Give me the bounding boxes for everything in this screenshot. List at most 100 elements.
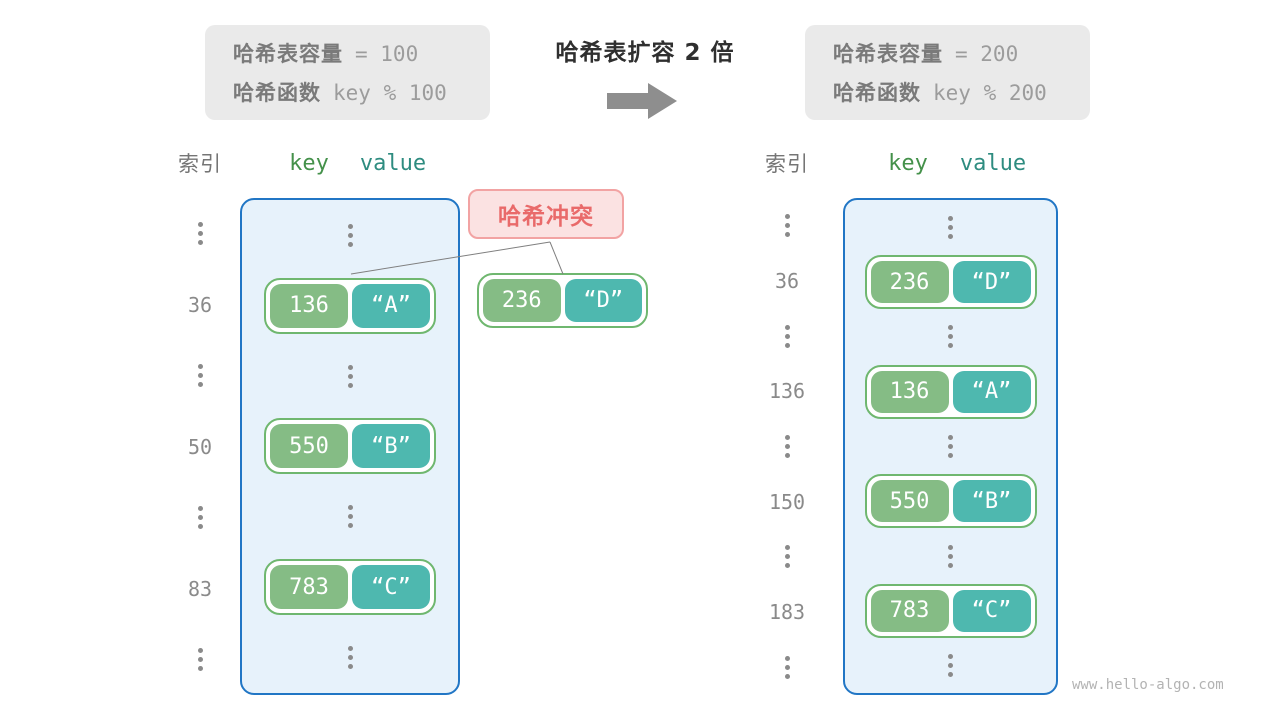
dot — [948, 654, 953, 660]
dot — [948, 343, 953, 349]
dot — [347, 505, 353, 511]
index-label: 50 — [187, 434, 213, 459]
dot — [784, 232, 790, 238]
index-label: 83 — [187, 576, 213, 601]
key-box: 550 — [870, 480, 949, 523]
dot — [347, 523, 353, 529]
key-box: 783 — [870, 589, 949, 632]
dot — [948, 663, 953, 669]
dot — [948, 334, 953, 340]
key-box: 136 — [870, 370, 949, 413]
key-value-pair: 783“C” — [864, 583, 1037, 638]
dot — [784, 324, 790, 330]
right-arrow-icon — [607, 82, 679, 120]
dot — [347, 232, 353, 238]
ellipsis-dots — [347, 646, 353, 670]
capacity-label: 哈希表容量 — [233, 42, 343, 66]
ellipsis-dots — [347, 364, 353, 388]
key-value-pair: 550“B” — [264, 418, 436, 475]
dot — [347, 373, 353, 379]
dot — [784, 333, 790, 339]
index-label: 136 — [768, 379, 806, 404]
dot — [347, 382, 353, 388]
value-box: “A” — [352, 283, 430, 328]
value-box: “D” — [564, 279, 642, 322]
hash-table-info-before: 哈希表容量 = 100 哈希函数 key % 100 — [205, 25, 490, 120]
bucket-row: 550“B” — [845, 474, 1056, 529]
key-value-pair: 136“A” — [264, 277, 436, 334]
hash-table-info-after: 哈希表容量 = 200 哈希函数 key % 200 — [805, 25, 1090, 120]
right-bucket-array: 236“D”136“A”550“B”783“C” — [843, 198, 1058, 695]
dot — [347, 646, 353, 652]
value-box: “D” — [952, 261, 1031, 304]
collision-label-text: 哈希冲突 — [498, 204, 594, 230]
ellipsis-row — [169, 482, 231, 553]
key-box: 136 — [270, 283, 348, 328]
ellipsis-dots — [948, 325, 953, 349]
ellipsis-row — [242, 623, 458, 693]
value-box: “C” — [952, 589, 1031, 632]
left-index-header: 索引 — [178, 152, 222, 176]
hash-function-line: 哈希函数 key % 200 — [833, 77, 1090, 107]
ellipsis-row — [242, 200, 458, 270]
dot — [784, 655, 790, 661]
dot — [948, 672, 953, 678]
ellipsis-row — [845, 419, 1056, 474]
dot — [197, 231, 203, 236]
ellipsis-dots — [948, 654, 953, 678]
dot — [784, 443, 790, 449]
dot — [948, 444, 953, 450]
dot — [948, 435, 953, 441]
dot — [948, 553, 953, 559]
ellipsis-dots — [784, 655, 790, 679]
ellipsis-row — [756, 419, 818, 474]
index-label: 150 — [768, 489, 806, 514]
dot — [347, 364, 353, 370]
value-box: “B” — [352, 424, 430, 469]
ellipsis-dots — [197, 506, 203, 529]
ellipsis-row — [845, 529, 1056, 584]
dot — [948, 562, 953, 568]
dot — [197, 506, 203, 511]
value-box: “A” — [952, 370, 1031, 413]
dot — [784, 452, 790, 458]
dot — [347, 655, 353, 661]
index-label: 36 — [774, 268, 800, 293]
hash-function-label: 哈希函数 — [233, 81, 321, 105]
dot — [784, 664, 790, 670]
collision-label: 哈希冲突 — [468, 189, 624, 239]
ellipsis-dots — [784, 214, 790, 238]
ellipsis-dots — [197, 648, 203, 671]
ellipsis-row — [756, 529, 818, 584]
ellipsis-dots — [948, 215, 953, 239]
ellipsis-row — [845, 638, 1056, 693]
bucket-row: 550“B” — [242, 411, 458, 481]
ellipsis-row — [242, 341, 458, 411]
dot — [197, 648, 203, 653]
capacity-line: 哈希表容量 = 100 — [233, 38, 490, 68]
dot — [197, 382, 203, 387]
watermark: www.hello-algo.com — [1072, 677, 1224, 693]
bucket-row: 136“A” — [845, 364, 1056, 419]
ellipsis-row — [756, 308, 818, 363]
key-box: 783 — [270, 565, 348, 610]
dot — [784, 434, 790, 440]
dot — [197, 657, 203, 662]
dot — [197, 524, 203, 529]
right-value-header: value — [959, 150, 1027, 176]
dot — [948, 233, 953, 239]
dot — [784, 342, 790, 348]
dot — [784, 545, 790, 551]
dot — [948, 215, 953, 221]
expansion-title: 哈希表扩容 2 倍 — [555, 40, 735, 66]
dot — [197, 222, 203, 227]
capacity-value: = 200 — [955, 42, 1019, 66]
dot — [948, 325, 953, 331]
dot — [347, 223, 353, 229]
key-value-pair: 550“B” — [864, 474, 1037, 529]
dot — [948, 453, 953, 459]
hash-function-value: key % 100 — [333, 81, 447, 105]
right-index-header: 索引 — [765, 152, 809, 176]
